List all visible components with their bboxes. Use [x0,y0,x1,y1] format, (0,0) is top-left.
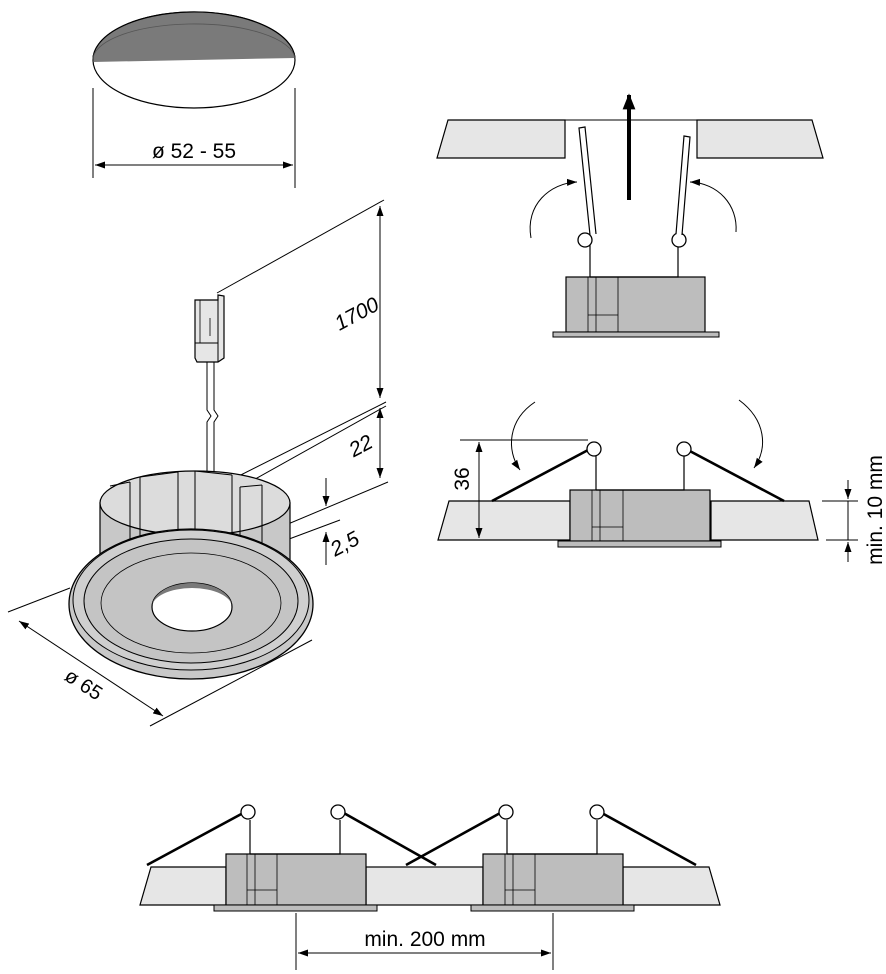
cutout-hole-view: ø 52 - 55 [92,11,296,188]
spring-left [491,447,591,503]
spring-pivot-left [577,232,593,248]
ceiling-panel-right [696,119,824,159]
min-spacing-label: min. 200 mm [364,928,485,951]
ceiling-panel-middle [365,866,484,906]
spring-right [599,810,697,867]
install-depth-label: 22 [344,430,377,462]
spring-pivot-left [586,441,602,457]
spring-pivot-right [676,441,692,457]
housing-right [482,853,624,906]
flange [552,331,720,338]
ceiling-panel-left [436,119,566,159]
cutout-diameter-label: ø 52 - 55 [152,140,236,163]
connector-plug [194,294,225,363]
spring-right [685,447,785,503]
ceiling-panel-left [139,866,227,906]
clip-height-label: 36 [451,467,474,490]
fold-arrow-right [738,399,764,469]
housing [565,276,706,333]
cable-length-label: 1700 [331,293,383,335]
spring-right [675,135,691,236]
cable [206,362,219,490]
spring-pivot-right [671,232,687,248]
spring-left [578,126,597,236]
flange-height-label: 2,5 [326,527,364,562]
flange [557,540,722,548]
housing-left [225,853,367,906]
spring-left [405,810,503,867]
ceiling-panel-left [437,500,571,541]
ceiling-panel-right [622,866,721,906]
housing [569,489,711,542]
fold-arrow-right [689,178,737,233]
outer-diameter-label: ø 65 [60,665,106,705]
installation-view: 36 min. 10 mm [437,399,886,565]
outer-diameter-dimension [18,620,164,717]
min-thickness-label: min. 10 mm [864,455,886,565]
luminaire-isometric-view: 1700 22 2,5 ø 65 [7,199,389,727]
spring-left [146,810,246,867]
ceiling-panel-right [710,500,819,541]
fold-arrow-left [529,178,578,239]
removal-view [436,93,824,338]
spacing-view: min. 200 mm [139,804,721,970]
fold-arrow-left [510,401,536,471]
